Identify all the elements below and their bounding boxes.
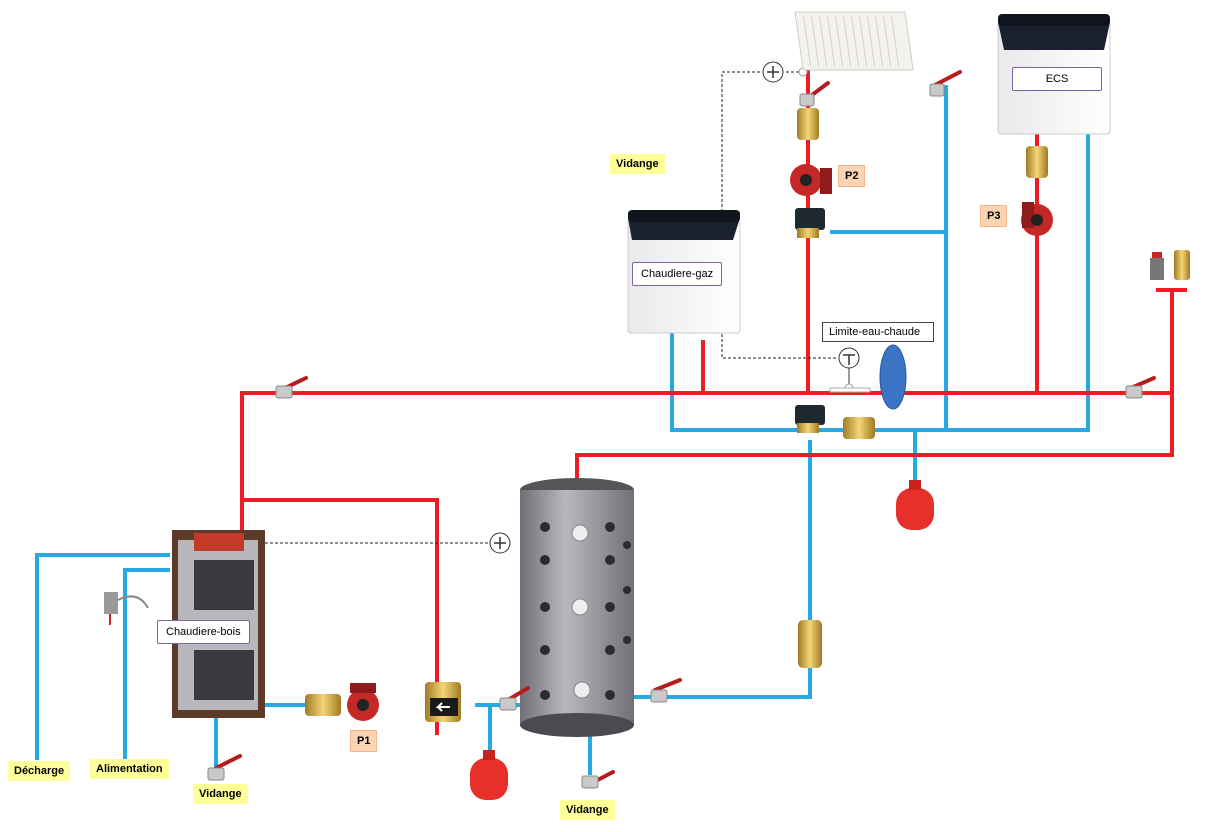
check-valve-icon xyxy=(843,417,875,439)
radiator-icon xyxy=(794,11,914,71)
hot-water-limit-label: Limite-eau-chaude xyxy=(822,322,934,342)
three-way-valve-icon xyxy=(795,405,825,433)
gas-boiler-label: Chaudiere-gaz xyxy=(632,262,723,286)
expansion-vessel-icon xyxy=(470,750,508,800)
buffer-bottle-icon xyxy=(879,344,907,410)
pump-p1-label: P1 xyxy=(350,730,378,752)
drain-tank-label: Vidange xyxy=(560,800,615,820)
pump-p2-icon xyxy=(790,164,832,196)
cold-pipes xyxy=(35,85,1090,775)
thermostat-hot-limit-icon xyxy=(838,347,860,393)
hot-limit-sensor xyxy=(829,387,871,393)
ball-valve-bodies xyxy=(207,83,1143,789)
drain-wood-label: Vidange xyxy=(193,784,248,804)
pump-p1-icon xyxy=(347,683,379,721)
pressure-reducer-icon xyxy=(104,592,149,625)
check-valve-icon xyxy=(305,694,341,716)
sensor-lines xyxy=(265,71,838,544)
three-way-valve-icon xyxy=(795,208,825,238)
discharge-label: Décharge xyxy=(8,761,71,781)
expansion-vessel-icon xyxy=(896,480,934,530)
three-way-valve-icon xyxy=(425,682,461,722)
buffer-tank-icon xyxy=(520,478,634,737)
pump-p2-label: P2 xyxy=(838,165,866,187)
dhw-label: ECS xyxy=(1012,67,1102,91)
drain-top-label: Vidange xyxy=(610,154,665,174)
check-valve-icon xyxy=(798,620,822,668)
thermostat-radiator-icon xyxy=(762,61,808,83)
pump-p3-icon xyxy=(1021,202,1053,236)
pump-p3-label: P3 xyxy=(980,205,1008,227)
safety-valve-group-icon xyxy=(1150,250,1190,280)
wood-boiler-label: Chaudiere-bois xyxy=(157,620,250,644)
check-valve-icon xyxy=(1026,146,1048,178)
supply-label: Alimentation xyxy=(90,759,169,779)
check-valve-icon xyxy=(797,108,819,140)
